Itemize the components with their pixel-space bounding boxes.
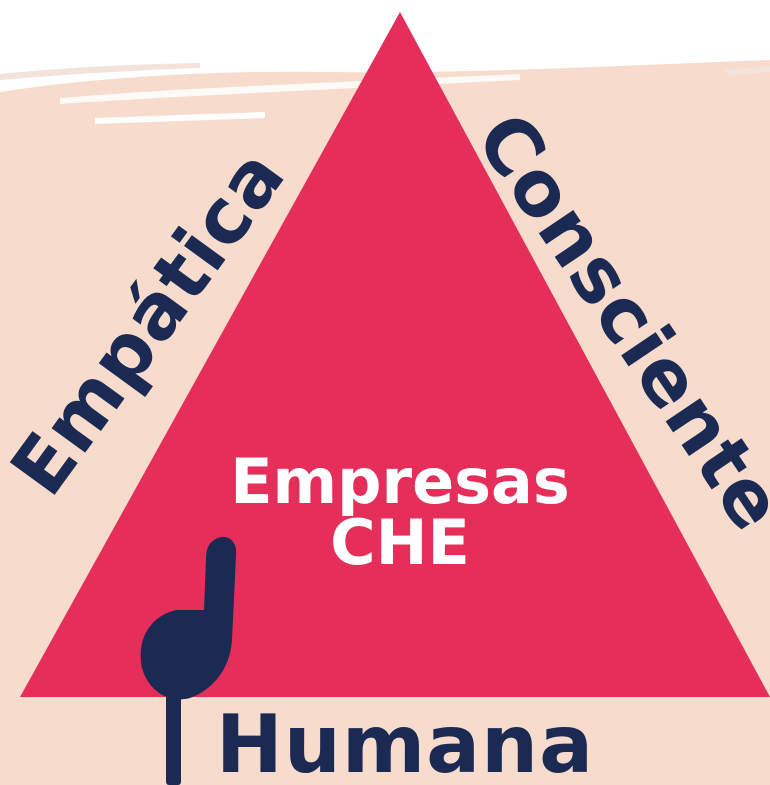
brush-stroke	[0, 63, 200, 80]
center-title: Empresas CHE	[230, 445, 570, 579]
side-label-bottom: Humana	[215, 698, 595, 785]
triangle	[20, 12, 770, 697]
brush-stroke	[725, 66, 770, 76]
center-title-line1: Empresas	[230, 445, 570, 518]
brush-stroke	[95, 112, 265, 124]
center-title-line2: CHE	[330, 505, 470, 579]
thumbs-up-hand-icon	[140, 536, 237, 785]
